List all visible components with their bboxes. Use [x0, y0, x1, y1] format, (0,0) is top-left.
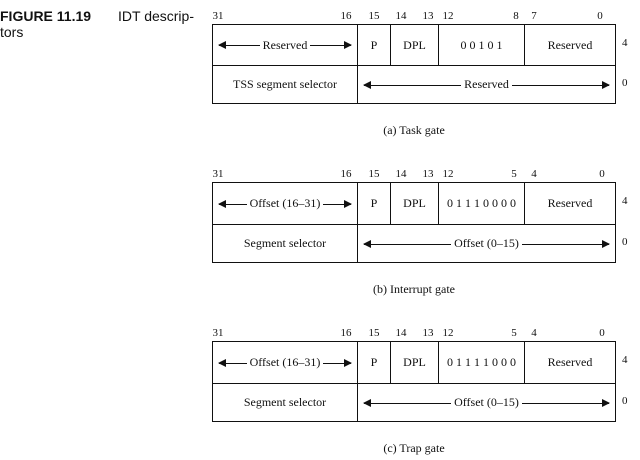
- figure-title-line1: IDT descrip-: [118, 8, 194, 24]
- reserved-field: Reserved: [547, 37, 593, 52]
- byte-offset-label: 4: [622, 195, 628, 207]
- bit-label: 13: [422, 168, 434, 180]
- interrupt-gate-caption: (b) Interrupt gate: [373, 282, 455, 296]
- bit-label: 4: [531, 168, 537, 180]
- trap-gate-table: Offset (16–31) P DPL 0 1 1 1 1 0 0 0 Res…: [212, 341, 616, 422]
- bit-label: 13: [422, 10, 434, 22]
- bit-label: 14: [395, 10, 407, 22]
- present-bit-field: P: [358, 183, 391, 224]
- reserved-field: Reserved: [547, 355, 593, 369]
- bit-label: 16: [340, 10, 352, 22]
- byte-offset-label: 4: [622, 354, 628, 366]
- bit-label: 16: [340, 168, 352, 180]
- bit-label: 12: [442, 168, 454, 180]
- task-gate-upper-row: Reserved P DPL 0 0 1 0 1 Reserved: [213, 25, 615, 66]
- byte-offset-label: 4: [622, 37, 628, 49]
- task-gate-caption: (a) Task gate: [383, 123, 445, 137]
- present-bit-field: P: [358, 25, 391, 65]
- interrupt-gate-table: Offset (16–31) P DPL 0 1 1 1 0 0 0 0 Res…: [212, 182, 616, 263]
- bit-label: 12: [442, 327, 454, 339]
- bit-label: 16: [340, 327, 352, 339]
- offset-low-field: Offset (0–15): [358, 384, 615, 421]
- type-field: 0 1 1 1 1 0 0 0: [439, 342, 525, 383]
- task-gate-lower-row: TSS segment selector Reserved: [213, 66, 615, 103]
- figure-title-line2: tors: [0, 24, 24, 40]
- bit-label: 15: [368, 10, 380, 22]
- dpl-field: DPL: [391, 342, 439, 383]
- byte-offset-label: 0: [622, 395, 628, 407]
- bit-label: 7: [531, 10, 537, 22]
- offset-low-field: Offset (0–15): [358, 225, 615, 262]
- trap-gate-lower-row: Segment selector Offset (0–15): [213, 384, 615, 421]
- byte-offset-label: 0: [622, 236, 628, 248]
- reserved-field: Reserved: [358, 66, 615, 103]
- bit-label: 31: [212, 10, 224, 22]
- bit-label: 15: [368, 168, 380, 180]
- offset-high-field: Offset (16–31): [213, 342, 358, 383]
- type-field: 0 1 1 1 0 0 0 0: [439, 183, 525, 224]
- reserved-field: Reserved: [547, 196, 593, 210]
- trap-gate-caption: (c) Trap gate: [383, 441, 445, 455]
- bit-label: 0: [599, 327, 605, 339]
- offset-high-field: Offset (16–31): [213, 183, 358, 224]
- tss-selector-field: TSS segment selector: [213, 66, 358, 103]
- interrupt-gate-upper-row: Offset (16–31) P DPL 0 1 1 1 0 0 0 0 Res…: [213, 183, 615, 225]
- bit-label: 13: [422, 327, 434, 339]
- bit-label: 0: [599, 168, 605, 180]
- bit-label: 15: [368, 327, 380, 339]
- bit-label: 31: [212, 327, 224, 339]
- bit-label: 8: [513, 10, 519, 22]
- task-gate-table: Reserved P DPL 0 0 1 0 1 Reserved TSS se…: [212, 24, 616, 104]
- present-bit-field: P: [358, 342, 391, 383]
- figure-label: FIGURE 11.19: [0, 8, 92, 24]
- dpl-field: DPL: [391, 183, 439, 224]
- type-field: 0 0 1 0 1: [439, 25, 525, 65]
- bit-label: 5: [511, 168, 517, 180]
- reserved-field: Reserved: [213, 25, 358, 65]
- byte-offset-label: 0: [622, 77, 628, 89]
- bit-label: 14: [395, 327, 407, 339]
- bit-label: 14: [395, 168, 407, 180]
- segment-selector-field: Segment selector: [213, 225, 358, 262]
- segment-selector-field: Segment selector: [213, 384, 358, 421]
- dpl-field: DPL: [391, 25, 439, 65]
- bit-label: 5: [511, 327, 517, 339]
- bit-label: 12: [442, 10, 454, 22]
- bit-label: 4: [531, 327, 537, 339]
- bit-label: 0: [597, 10, 603, 22]
- trap-gate-upper-row: Offset (16–31) P DPL 0 1 1 1 1 0 0 0 Res…: [213, 342, 615, 384]
- bit-label: 31: [212, 168, 224, 180]
- interrupt-gate-lower-row: Segment selector Offset (0–15): [213, 225, 615, 262]
